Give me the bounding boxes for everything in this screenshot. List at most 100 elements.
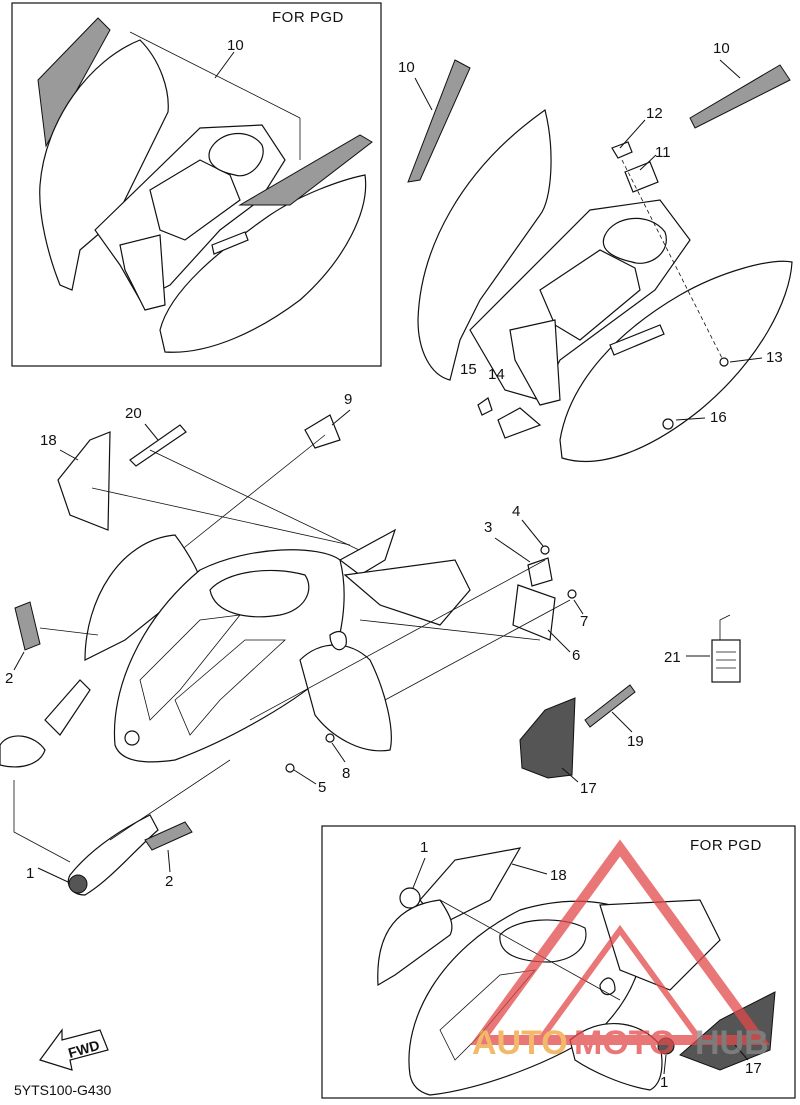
leader — [13, 780, 71, 863]
leader — [167, 849, 171, 873]
leader — [37, 867, 69, 883]
nut-5 — [285, 763, 295, 773]
fwd-arrow: FWD — [39, 1028, 109, 1071]
front-fender-main: 3 4 6 7 21 2 19 17 — [0, 503, 741, 896]
callout-5: 5 — [318, 779, 326, 796]
fender-extension — [599, 899, 721, 991]
rear-fender — [559, 260, 793, 462]
leader — [214, 51, 235, 79]
side-panel — [39, 39, 169, 291]
leader — [639, 154, 657, 171]
inset-label: FOR PGD — [272, 9, 344, 26]
leader — [149, 449, 381, 561]
callout-18: 18 — [550, 867, 567, 884]
callout-19: 19 — [627, 733, 644, 750]
leader — [412, 857, 426, 889]
headlight-recess — [209, 569, 310, 618]
nut-8 — [325, 733, 335, 743]
callout-1: 1 — [26, 865, 34, 882]
decal-10-right — [238, 134, 373, 206]
callout-2: 2 — [165, 873, 173, 890]
decal-20 — [129, 424, 187, 467]
callout-17: 17 — [745, 1060, 762, 1077]
leader — [439, 899, 621, 1001]
plate-3 — [527, 557, 553, 587]
leader — [621, 159, 723, 359]
leader — [13, 651, 25, 671]
fwd-arrow-icon — [39, 1028, 109, 1071]
callout-16: 16 — [710, 409, 727, 426]
inset-top-left: FOR PGD 10 — [11, 2, 382, 367]
bracket — [119, 234, 166, 311]
reflector — [211, 231, 249, 255]
diagram-code: 5YTS100-G430 — [14, 1082, 111, 1098]
bolt-4 — [540, 545, 550, 555]
leader — [729, 357, 763, 363]
decal-17 — [679, 991, 776, 1071]
seat-well — [149, 159, 241, 241]
leader — [719, 59, 741, 79]
clip-16 — [662, 418, 674, 430]
callout-10: 10 — [398, 59, 415, 76]
leader — [359, 619, 541, 641]
callout-15: 15 — [460, 361, 477, 378]
decal-18 — [57, 431, 111, 531]
leader — [494, 537, 531, 563]
reflector-front — [124, 730, 140, 746]
callout-9: 9 — [344, 391, 352, 408]
tag-21 — [711, 639, 741, 683]
decal-9 — [304, 414, 341, 449]
fender-contour — [174, 639, 287, 736]
plate-14 — [497, 407, 542, 439]
bracket — [509, 319, 561, 406]
screw-15 — [477, 397, 493, 416]
callout-13: 13 — [766, 349, 783, 366]
leader — [611, 711, 633, 733]
hole — [599, 977, 616, 996]
tag-string — [719, 614, 731, 640]
callout-8: 8 — [342, 765, 350, 782]
callout-4: 4 — [512, 503, 520, 520]
leader — [734, 1044, 749, 1061]
decal-10 — [37, 17, 111, 148]
decal-19 — [584, 684, 636, 728]
assembly-top-right: 10 10 12 11 13 16 15 14 — [398, 40, 793, 462]
reflector — [609, 324, 665, 356]
callout-6: 6 — [572, 647, 580, 664]
fender-inner — [299, 644, 392, 752]
callout-11: 11 — [655, 144, 671, 161]
leader — [521, 519, 544, 547]
trim-piece — [44, 679, 91, 736]
leader — [619, 119, 646, 149]
leader — [174, 434, 326, 556]
leader — [59, 449, 79, 461]
fender-extension — [343, 559, 471, 626]
leader — [249, 559, 546, 721]
watermark-text-moto: MOTO — [574, 1024, 675, 1062]
bolt-7 — [567, 589, 577, 599]
leader — [675, 417, 706, 421]
inset-frame — [321, 825, 796, 1099]
leader — [414, 77, 433, 111]
callout-10: 10 — [713, 40, 730, 57]
plate-6 — [512, 584, 556, 641]
decal-17 — [519, 697, 576, 779]
callout-12: 12 — [646, 105, 663, 122]
leader — [39, 627, 99, 636]
callout-10: 10 — [227, 37, 244, 54]
decals-middle: 18 20 9 — [40, 391, 381, 561]
callout-14: 14 — [488, 366, 505, 383]
callout-3: 3 — [484, 519, 492, 536]
leader — [109, 759, 231, 841]
leader — [384, 599, 571, 701]
callout-18: 18 — [40, 432, 57, 449]
callout-17: 17 — [580, 780, 597, 797]
inset-frame — [11, 2, 382, 367]
tank-recess — [208, 132, 264, 177]
nut-13 — [719, 357, 729, 367]
inset-bottom-right: FOR PGD 1 18 17 1 — [321, 825, 796, 1099]
emblem-outline — [0, 735, 46, 768]
decal-10-right — [689, 64, 791, 129]
leader — [293, 769, 317, 785]
